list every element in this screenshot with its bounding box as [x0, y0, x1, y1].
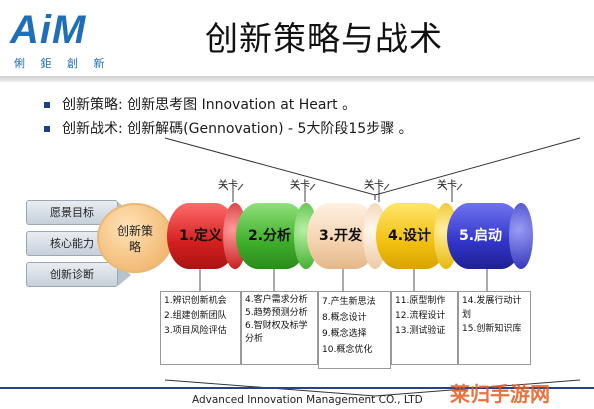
step-item: 12.流程设计 — [395, 311, 446, 321]
step-item: 4.客户需求分析 — [245, 295, 308, 305]
bullet-tactics: 创新战术: 创新解碼(Gennovation) - 5大阶段15步骤 。 — [44, 118, 413, 138]
steps-launch: 14.发展行动计划 15.创新知识库 — [458, 291, 531, 365]
company-logo: AiM — [10, 8, 87, 52]
bullet-text: 创新策略: 创新思考图 Innovation at Heart 。 — [62, 97, 357, 113]
step-item: 14.发展行动计划 — [462, 296, 522, 320]
bullet-text: 创新战术: 创新解碼(Gennovation) - 5大阶段15步骤 。 — [62, 121, 413, 137]
bullet-square-icon — [44, 126, 50, 132]
footer-company: Advanced Innovation Management CO., LTD — [192, 394, 423, 406]
gate-label-4: 关卡 — [437, 180, 457, 191]
site-watermark: 莱归手游网 — [450, 382, 550, 406]
steps-analyze: 4.客户需求分析 5.趋势预测分析 6.智财权及标学分析 — [241, 291, 318, 365]
step-item: 15.创新知识库 — [462, 324, 522, 334]
step-item: 6.智财权及标学分析 — [245, 321, 308, 344]
gate-label-3: 关卡 — [364, 180, 384, 191]
phase-label: 3.开发 — [319, 228, 363, 244]
phase-label: 1.定义 — [179, 228, 223, 244]
step-item: 13.测试验证 — [395, 326, 446, 336]
step-item: 7.产生新思法 — [322, 297, 376, 307]
bullet-strategy: 创新策略: 创新思考图 Innovation at Heart 。 — [44, 94, 356, 114]
step-item: 3.项目风险评估 — [164, 326, 227, 336]
phase-label: 5.启动 — [459, 228, 503, 244]
step-item: 9.概念选择 — [322, 329, 367, 339]
steps-design: 11.原型制作 12.流程设计 13.测试验证 — [391, 291, 458, 365]
step-item: 2.组建创新团队 — [164, 311, 227, 321]
step-item: 5.趋势预测分析 — [245, 308, 308, 318]
step-item: 1.辨识创新机会 — [164, 296, 227, 306]
stack-innovation-diagnosis: 创新诊断 — [26, 262, 131, 287]
steps-develop: 7.产生新思法 8.概念设计 9.概念选择 10.概念优化 — [318, 291, 391, 369]
step-item: 10.概念优化 — [322, 345, 373, 355]
logo-subtitle: 俐 鉅 創 新 — [14, 57, 111, 70]
phase-label: 2.分析 — [248, 228, 292, 244]
step-item: 11.原型制作 — [395, 296, 446, 306]
steps-define: 1.辨识创新机会 2.组建创新团队 3.项目风险评估 — [160, 291, 241, 365]
step-item: 8.概念设计 — [322, 313, 367, 323]
bullet-square-icon — [44, 102, 50, 108]
core-strategy-circle: 创新策略 — [97, 203, 173, 273]
gate-label-2: 关卡 — [290, 180, 310, 191]
footer-divider — [0, 387, 594, 389]
gate-label-1: 关卡 — [218, 180, 238, 191]
page-title: 创新策略与战术 — [205, 19, 443, 58]
phase-launch: 5.启动 — [447, 203, 533, 269]
header-divider — [0, 76, 594, 82]
phase-label: 4.设计 — [388, 228, 432, 244]
core-label: 创新策略 — [116, 224, 153, 254]
